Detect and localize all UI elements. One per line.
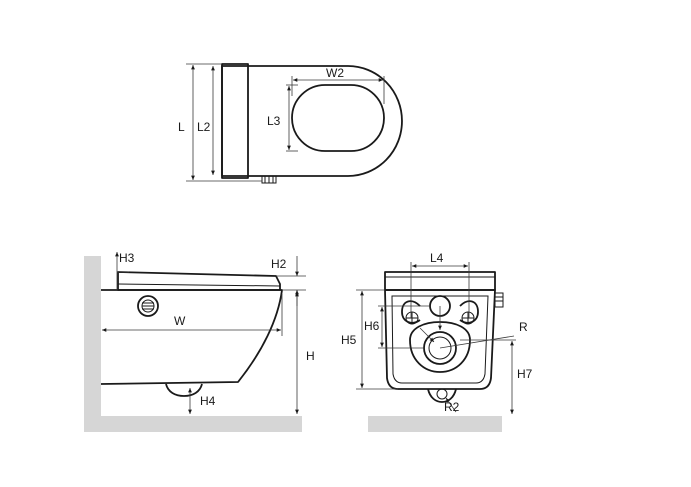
dim-L-label: L — [178, 120, 185, 134]
front-view-right-lobe — [459, 300, 479, 324]
top-view-back-plate — [221, 63, 249, 179]
top-view-bowl-outline — [221, 65, 403, 177]
front-view: L4 H6 H5 R H7 R2 — [341, 251, 533, 432]
dim-H2-label: H2 — [271, 257, 287, 271]
dim-H4-label: H4 — [200, 394, 216, 408]
front-view-floor — [368, 416, 502, 432]
side-view-bowl — [100, 289, 283, 385]
dim-H7-label: H7 — [517, 367, 533, 381]
top-view-opening — [291, 84, 385, 152]
front-view-outlet — [427, 388, 457, 403]
dim-R2-label: R2 — [444, 400, 460, 414]
dim-W-label: W — [174, 314, 186, 328]
top-view: L L2 L3 W2 — [178, 63, 403, 184]
dim-R-leader — [439, 335, 515, 349]
dim-R-label: R — [519, 320, 528, 334]
side-view-wall — [84, 256, 101, 432]
dim-H6-label: H6 — [364, 319, 380, 333]
dim-L4-label: L4 — [430, 251, 444, 265]
side-view-control-knob — [137, 295, 159, 317]
dim-H5-label: H5 — [341, 333, 357, 347]
front-view-bowl-outer — [384, 289, 496, 390]
dim-W2-label: W2 — [326, 66, 344, 80]
front-view-valve — [494, 292, 504, 308]
dim-R-arrow — [419, 327, 435, 343]
dim-L2-label: L2 — [197, 120, 211, 134]
dim-L3-label: L3 — [267, 114, 281, 128]
side-view: H3 H2 W H H4 — [84, 251, 315, 432]
front-view-seat — [384, 271, 496, 291]
front-view-left-lobe — [401, 300, 421, 324]
dim-H3-label: H3 — [119, 251, 135, 265]
side-view-seat — [117, 271, 281, 291]
dim-R2-leader — [445, 397, 457, 413]
front-view-drain-center — [428, 336, 452, 360]
dim-H-label: H — [306, 349, 315, 363]
side-view-outlet — [165, 383, 203, 397]
side-view-floor — [84, 416, 302, 432]
front-view-bowl-inner — [391, 295, 489, 384]
